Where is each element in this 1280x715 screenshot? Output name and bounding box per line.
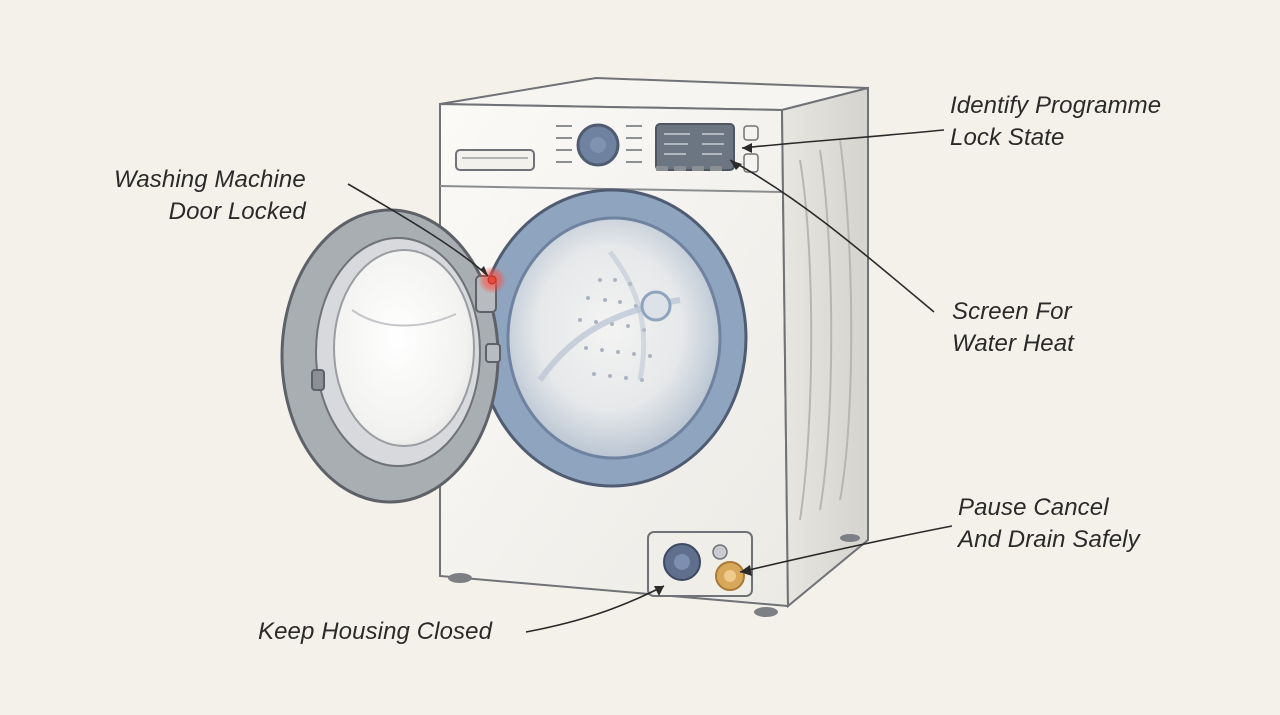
label-housing-line1: Keep Housing Closed [258,618,493,645]
control-panel [455,123,759,173]
label-water-heat-line1: Screen For [952,298,1072,325]
label-water-heat-line2: Water Heat [952,330,1074,357]
label-drain: Pause Cancel And Drain Safely [958,492,1140,556]
label-drain-line2: And Drain Safely [958,526,1140,553]
leader-lock-state [741,129,945,149]
display-screen [655,123,735,171]
label-housing: Keep Housing Closed [258,616,492,648]
leader-drain [739,525,953,573]
label-door-locked-line2: Door Locked [168,198,306,225]
label-lock-state-line2: Lock State [950,124,1065,151]
leader-lines [347,129,953,633]
door-assembly [280,208,501,504]
leader-arrowheads [480,143,752,596]
leader-housing [525,585,665,633]
label-drain-line1: Pause Cancel [958,494,1109,521]
service-panel [647,531,753,597]
machine-feet [448,534,860,617]
leader-water-heat [729,159,935,313]
label-lock-state: Identify Programme Lock State [950,90,1161,154]
drum-assembly [476,188,748,488]
label-door-locked: Washing Machine Door Locked [114,164,306,228]
label-door-locked-line1: Washing Machine [114,166,306,193]
leader-door-locked [347,183,489,277]
label-lock-state-line1: Identify Programme [950,92,1162,119]
label-water-heat: Screen For Water Heat [952,296,1074,360]
